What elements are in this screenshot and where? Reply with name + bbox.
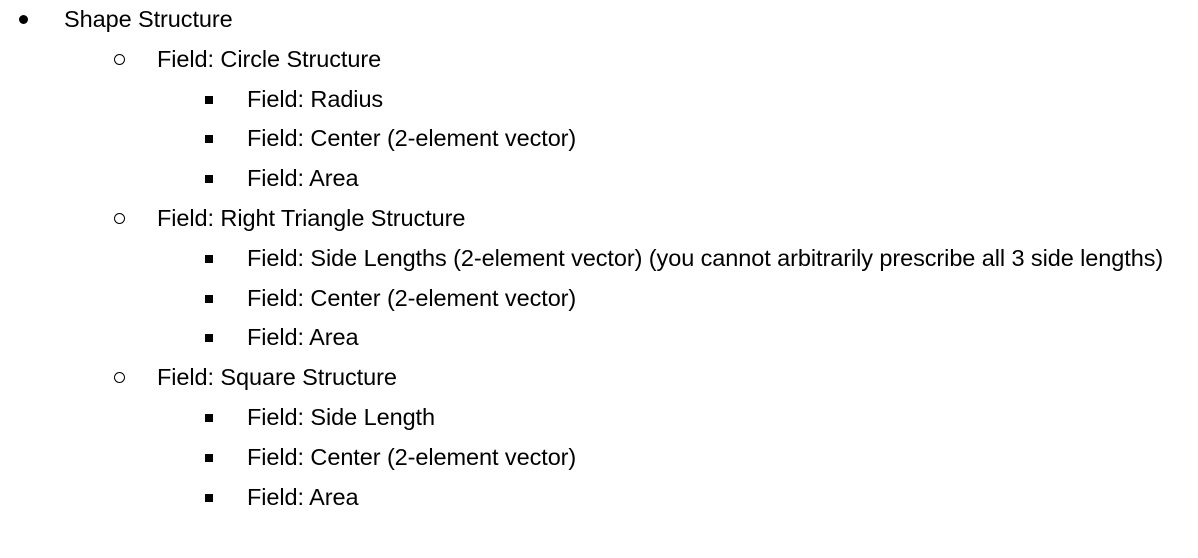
outline-item-level-3: Field: Radius [0,80,1198,120]
outline-item-label: Field: Right Triangle Structure [157,204,466,231]
filled-square-bullet-icon [205,119,214,159]
filled-square-bullet-icon [205,318,214,358]
filled-square-bullet-icon [205,239,214,279]
outline-item-label: Field: Area [247,324,359,351]
outline-item-label: Field: Center (2-element vector) [247,443,577,470]
hollow-circle-bullet-icon [114,358,126,398]
outline-item-level-2: Field: Right Triangle Structure [0,199,1198,239]
outline-item-label: Field: Side Lengths (2-element vector) (… [247,244,1164,271]
outline-item-label: Field: Square Structure [157,364,397,391]
filled-square-bullet-icon [205,279,214,319]
outline-item-label: Shape Structure [64,6,233,32]
outline-item-level-3: Field: Area [0,159,1198,199]
outline-item-label: Field: Side Length [247,403,435,430]
hollow-circle-bullet-icon [114,199,126,239]
outline-item-level-3: Field: Center (2-element vector) [0,438,1198,478]
outline-item-label: Field: Center (2-element vector) [247,284,577,311]
outline-item-level-2: Field: Square Structure [0,358,1198,398]
filled-square-bullet-icon [205,398,214,438]
outline-item-level-2: Field: Circle Structure [0,40,1198,80]
filled-square-bullet-icon [205,438,214,478]
filled-disc-bullet-icon [19,0,28,40]
filled-square-bullet-icon [205,478,214,518]
outline-item-label: Field: Circle Structure [157,45,382,72]
outline-item-label: Field: Radius [247,85,384,112]
outline-item-level-3: Field: Area [0,478,1198,518]
outline-item-level-1: Shape Structure [0,0,1198,40]
outline-item-level-3: Field: Side Length [0,398,1198,438]
hollow-circle-bullet-icon [114,40,126,80]
outline-item-level-3: Field: Center (2-element vector) [0,279,1198,319]
outline-item-label: Field: Area [247,483,359,510]
filled-square-bullet-icon [205,80,214,120]
outline-item-label: Field: Center (2-element vector) [247,125,577,152]
outline-item-label: Field: Area [247,165,359,192]
outline-item-level-3: Field: Side Lengths (2-element vector) (… [0,239,1198,279]
outline-item-level-3: Field: Area [0,318,1198,358]
outline-item-level-3: Field: Center (2-element vector) [0,119,1198,159]
filled-square-bullet-icon [205,159,214,199]
